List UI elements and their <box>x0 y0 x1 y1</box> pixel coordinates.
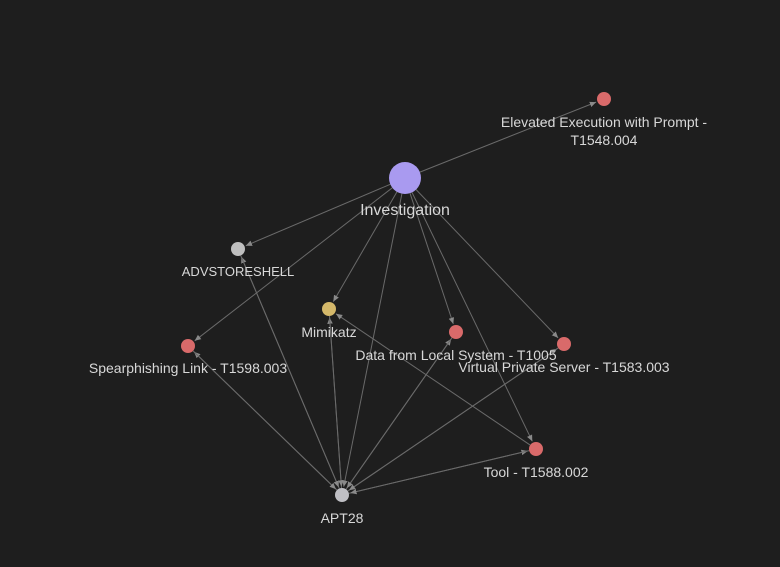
edge-investigation-to-spearphishing <box>194 187 393 342</box>
node-label-elevated[interactable]: Elevated Execution with Prompt -T1548.00… <box>501 114 708 148</box>
node-apt28[interactable]: APT28 <box>321 488 364 526</box>
node-label-spearphishing[interactable]: Spearphishing Link - T1598.003 <box>89 360 287 376</box>
edge-investigation-to-apt28 <box>342 193 403 487</box>
node-label-tool[interactable]: Tool - T1588.002 <box>484 464 589 480</box>
edge-investigation-to-advstoreshell <box>245 183 391 247</box>
edge-investigation-to-datalocal <box>409 193 454 325</box>
edge-investigation-to-mimikatz <box>332 191 398 302</box>
edge-investigation-to-tool <box>411 192 533 442</box>
node-elevated[interactable]: Elevated Execution with Prompt -T1548.00… <box>501 92 708 148</box>
edge-advstoreshell-to-apt28 <box>240 255 340 488</box>
edge-datalocal-to-apt28 <box>346 337 453 489</box>
nodes-layer: Investigation Elevated Execution with Pro… <box>89 92 708 526</box>
node-vps[interactable]: Virtual Private Server - T1583.003 <box>458 337 670 375</box>
node-label-advstoreshell[interactable]: ADVSTORESHELL <box>182 264 294 279</box>
edge-spearphishing-to-apt28 <box>192 350 337 490</box>
edge-vps-to-apt28 <box>348 347 559 491</box>
node-tool[interactable]: Tool - T1588.002 <box>484 442 589 480</box>
edge-tool-to-apt28 <box>350 450 530 495</box>
node-investigation[interactable]: Investigation <box>360 162 450 219</box>
node-label-vps[interactable]: Virtual Private Server - T1583.003 <box>458 359 669 375</box>
node-circle-advstoreshell[interactable] <box>231 242 245 256</box>
node-label-datalocal[interactable]: Data from Local System - T1005 <box>355 347 556 363</box>
node-circle-spearphishing[interactable] <box>181 339 195 353</box>
node-circle-apt28[interactable] <box>335 488 349 502</box>
edges-layer <box>192 101 597 495</box>
node-circle-tool[interactable] <box>529 442 543 456</box>
node-circle-vps[interactable] <box>557 337 571 351</box>
edge-investigation-to-elevated <box>419 101 597 173</box>
edge-investigation-to-vps <box>415 189 559 339</box>
node-circle-mimikatz[interactable] <box>322 302 336 316</box>
node-mimikatz[interactable]: Mimikatz <box>301 302 357 340</box>
node-advstoreshell[interactable]: ADVSTORESHELL <box>182 242 294 279</box>
node-label-mimikatz[interactable]: Mimikatz <box>301 324 356 340</box>
node-spearphishing[interactable]: Spearphishing Link - T1598.003 <box>89 339 287 376</box>
node-label-apt28[interactable]: APT28 <box>321 510 364 526</box>
node-circle-datalocal[interactable] <box>449 325 463 339</box>
node-label-investigation[interactable]: Investigation <box>360 202 450 219</box>
node-circle-elevated[interactable] <box>597 92 611 106</box>
node-circle-investigation[interactable] <box>389 162 421 194</box>
edge-mimikatz-to-apt28 <box>329 315 344 487</box>
node-datalocal[interactable]: Data from Local System - T1005 <box>355 325 557 363</box>
edge-tool-to-mimikatz <box>335 313 531 446</box>
